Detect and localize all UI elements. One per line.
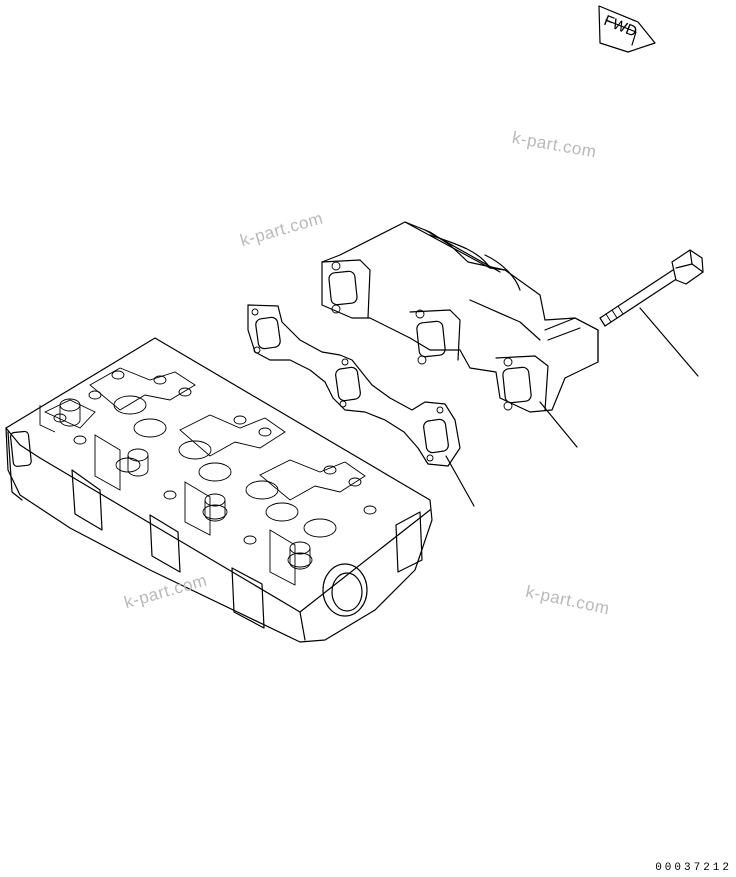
figure-number: 00037212 bbox=[655, 862, 732, 874]
forward-arrow-icon: FWD bbox=[598, 5, 656, 53]
exhaust-manifold-gasket bbox=[247, 304, 461, 467]
leader-manifold bbox=[539, 401, 578, 448]
exhaust-manifold bbox=[321, 221, 599, 413]
leader-lines bbox=[445, 307, 699, 507]
manifold-bolt bbox=[599, 249, 704, 327]
leader-gasket bbox=[445, 455, 475, 507]
leader-bolt bbox=[639, 307, 699, 377]
cylinder-head bbox=[5, 337, 433, 643]
